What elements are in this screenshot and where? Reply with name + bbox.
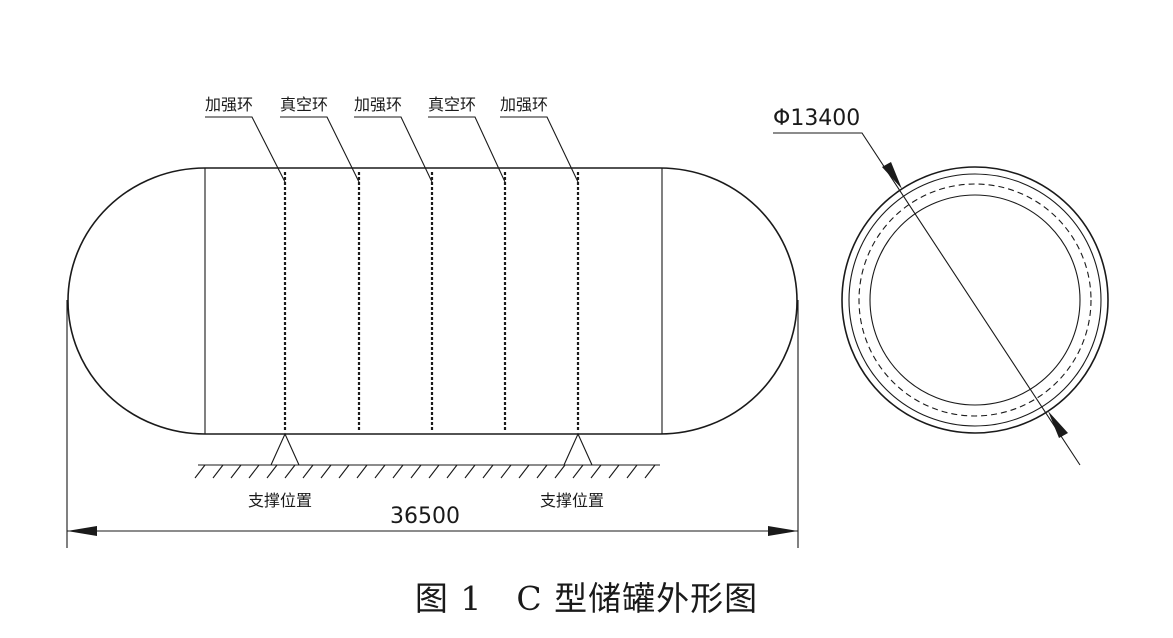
label-support-right: 支撑位置	[540, 491, 604, 510]
dim-length-text: 36500	[390, 504, 460, 529]
hatch-line	[284, 464, 296, 479]
label-support-left: 支撑位置	[248, 491, 312, 510]
hatch-line	[428, 464, 440, 479]
hatch-line	[572, 464, 584, 479]
diameter-leader	[773, 132, 1081, 466]
leader-ring-5	[500, 116, 579, 183]
label-ring-5: 加强环	[500, 95, 548, 114]
hatch-line	[500, 464, 512, 479]
tank-side-view: 加强环 真空环 加强环 真空环 加强环 支撑位置 支撑位置 36500	[66, 95, 799, 548]
hatch-line	[554, 464, 566, 479]
leader-ring-2	[280, 116, 360, 183]
support-right	[563, 432, 593, 466]
dim-arrow-right	[768, 526, 798, 536]
leader-ring-4	[428, 116, 506, 183]
outer-inner-circle	[848, 173, 1102, 427]
hatch-line	[212, 464, 224, 479]
hatch-line	[590, 464, 602, 479]
hatch-line	[626, 464, 638, 479]
inner-tank-circle	[869, 194, 1081, 406]
leader-ring-3	[354, 116, 433, 183]
tank-outline	[67, 167, 798, 435]
ground-hatching	[194, 464, 656, 479]
hatch-line	[392, 464, 404, 479]
hatch-line	[266, 464, 278, 479]
hatch-line	[356, 464, 368, 479]
support-left	[270, 432, 300, 466]
hatch-line	[518, 464, 530, 479]
hatch-line	[302, 464, 314, 479]
hatch-line	[482, 464, 494, 479]
leader-ring-1	[205, 116, 286, 183]
label-ring-4: 真空环	[428, 95, 476, 114]
hatch-line	[536, 464, 548, 479]
inner-tank-circle-dashed	[858, 183, 1092, 417]
hatch-line	[320, 464, 332, 479]
hatch-line	[248, 464, 260, 479]
dim-diameter-text: Φ13400	[773, 106, 860, 131]
label-ring-3: 加强环	[354, 95, 402, 114]
label-ring-1: 加强环	[205, 95, 253, 114]
tank-end-view: Φ13400	[773, 106, 1109, 466]
hatch-line	[644, 464, 656, 479]
outer-shell-circle	[841, 166, 1109, 434]
diameter-arrow-bottom	[1048, 411, 1068, 438]
hatch-line	[608, 464, 620, 479]
hatch-line	[374, 464, 386, 479]
hatch-line	[338, 464, 350, 479]
hatch-line	[230, 464, 242, 479]
hatch-line	[194, 464, 206, 479]
diameter-arrow-top	[882, 162, 902, 189]
hatch-line	[464, 464, 476, 479]
figure-caption: 图 1 C 型储罐外形图	[414, 579, 759, 618]
hatch-line	[410, 464, 422, 479]
hatch-line	[446, 464, 458, 479]
dim-arrow-left	[67, 526, 97, 536]
label-ring-2: 真空环	[280, 95, 328, 114]
